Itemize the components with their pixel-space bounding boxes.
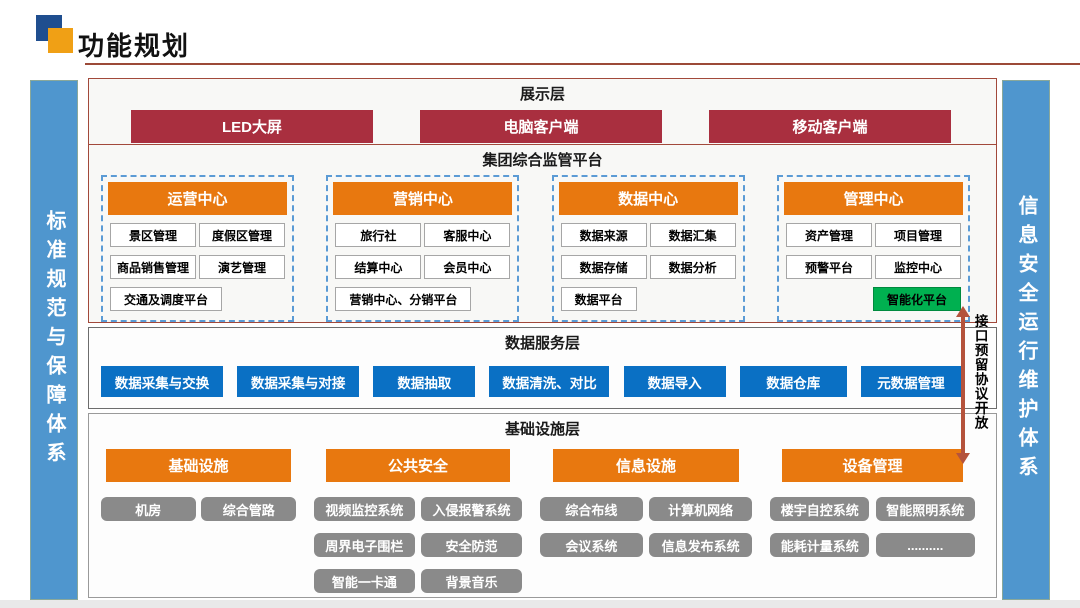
data-service-section: 数据服务层 数据采集与交换 数据采集与对接 数据抽取 数据清洗、对比 数据导入 …	[88, 327, 997, 409]
infra-item: 综合布线	[540, 497, 643, 521]
infra-item: 安全防范	[421, 533, 522, 557]
group-basic-facilities: 基础设施 机房 综合管路	[101, 449, 296, 593]
marketing-item: 结算中心	[335, 255, 422, 279]
display-item-mobile-client: 移动客户端	[709, 110, 951, 143]
data-center-item-wide: 数据平台	[560, 287, 637, 311]
group-information-facilities-header: 信息设施	[552, 449, 740, 482]
management-item-intelligent-platform: 智能化平台	[872, 287, 961, 311]
data-center-item: 数据分析	[649, 255, 736, 279]
infra-item: 信息发布系统	[649, 533, 752, 557]
left-sidebar-standards: 标准规范与保障体系	[30, 80, 78, 600]
display-item-led-screen: LED大屏	[131, 110, 373, 143]
infra-item: ..........	[875, 533, 975, 557]
platform-title: 集团综合监管平台	[482, 152, 603, 169]
operations-item: 景区管理	[110, 223, 196, 247]
group-equipment-management: 设备管理 楼宇自控系统 智能照明系统 能耗计量系统 ..........	[770, 449, 975, 593]
double-arrow-icon	[961, 316, 965, 454]
marketing-item: 旅行社	[335, 223, 422, 247]
management-item: 预警平台	[785, 255, 872, 279]
ds-item-warehouse: 数据仓库	[739, 366, 847, 397]
infra-item: 机房	[101, 497, 196, 521]
group-basic-facilities-header: 基础设施	[105, 449, 292, 482]
interface-connector: 接口预留协议开放	[948, 306, 993, 464]
center-data-header: 数据中心	[558, 182, 738, 215]
right-sidebar-label: 信息安全运行维护体系	[1015, 195, 1037, 485]
ds-item-clean-compare: 数据清洗、对比	[489, 366, 610, 397]
operations-item: 度假区管理	[199, 223, 285, 247]
management-item: 资产管理	[785, 223, 872, 247]
center-marketing: 营销中心 旅行社 客服中心 结算中心 会员中心 营销中心、分销平台	[326, 175, 520, 322]
group-public-safety-header: 公共安全	[326, 449, 510, 482]
center-management: 管理中心 资产管理 项目管理 预警平台 监控中心 智能化平台	[776, 175, 970, 322]
group-information-facilities: 信息设施 综合布线 计算机网络 会议系统 信息发布系统	[540, 449, 752, 593]
infra-item: 计算机网络	[649, 497, 752, 521]
ds-item-import: 数据导入	[623, 366, 726, 397]
data-service-title: 数据服务层	[504, 335, 580, 352]
infra-item: 背景音乐	[421, 569, 522, 593]
marketing-item-wide: 营销中心、分销平台	[335, 287, 472, 311]
infra-item: 楼宇自控系统	[770, 497, 870, 521]
infrastructure-section: 基础设施层 基础设施 机房 综合管路 公共安全 视频监控系统 入侵报警系统	[88, 413, 997, 598]
marketing-item: 会员中心	[424, 255, 511, 279]
operations-item: 商品销售管理	[110, 255, 196, 279]
operations-item: 演艺管理	[199, 255, 285, 279]
arrow-up-icon	[956, 306, 970, 317]
infrastructure-groups: 基础设施 机房 综合管路 公共安全 视频监控系统 入侵报警系统 周界电	[89, 439, 996, 593]
data-center-item: 数据来源	[560, 223, 647, 247]
right-sidebar-security: 信息安全运行维护体系	[1002, 80, 1050, 600]
ds-item-collect-dock: 数据采集与对接	[237, 366, 360, 397]
logo-orange-square	[48, 28, 73, 53]
title-underline	[85, 63, 1080, 65]
platform-centers: 运营中心 景区管理 度假区管理 商品销售管理 演艺管理 交通及调度平台 营销中心…	[89, 170, 996, 322]
center-management-header: 管理中心	[783, 182, 963, 215]
infra-item: 综合管路	[201, 497, 296, 521]
arrow-down-icon	[956, 453, 970, 464]
logo-icon	[36, 15, 82, 61]
ds-item-extract: 数据抽取	[373, 366, 476, 397]
interface-note: 接口预留协议开放	[972, 314, 988, 430]
infra-item: 会议系统	[540, 533, 643, 557]
center-operations: 运营中心 景区管理 度假区管理 商品销售管理 演艺管理 交通及调度平台	[101, 175, 294, 322]
group-public-safety: 公共安全 视频监控系统 入侵报警系统 周界电子围栏 安全防范 智能一卡通 背景音…	[314, 449, 522, 593]
infrastructure-title: 基础设施层	[504, 421, 580, 438]
center-marketing-header: 营销中心	[333, 182, 513, 215]
marketing-item: 客服中心	[424, 223, 511, 247]
infra-item: 智能一卡通	[314, 569, 415, 593]
operations-item-wide: 交通及调度平台	[110, 287, 223, 311]
left-sidebar-label: 标准规范与保障体系	[43, 209, 65, 471]
ds-item-metadata: 元数据管理	[860, 366, 961, 397]
center-operations-header: 运营中心	[108, 182, 287, 215]
display-layer-section: 展示层 LED大屏 电脑客户端 移动客户端	[88, 78, 997, 145]
infra-item: 视频监控系统	[314, 497, 415, 521]
page-title: 功能规划	[78, 31, 191, 61]
display-item-pc-client: 电脑客户端	[420, 110, 662, 143]
data-center-item: 数据存储	[560, 255, 647, 279]
data-service-items: 数据采集与交换 数据采集与对接 数据抽取 数据清洗、对比 数据导入 数据仓库 元…	[89, 353, 996, 397]
platform-section: 集团综合监管平台 运营中心 景区管理 度假区管理 商品销售管理 演艺管理 交通及…	[88, 144, 997, 323]
management-item: 项目管理	[874, 223, 961, 247]
display-layer-title: 展示层	[519, 86, 565, 103]
ds-item-collect-exchange: 数据采集与交换	[101, 366, 223, 397]
infra-item: 能耗计量系统	[770, 533, 870, 557]
center-data: 数据中心 数据来源 数据汇集 数据存储 数据分析 数据平台	[551, 175, 745, 322]
display-layer-items: LED大屏 电脑客户端 移动客户端	[89, 104, 996, 143]
bottom-margin	[0, 600, 1080, 608]
infra-item: 入侵报警系统	[421, 497, 522, 521]
management-item: 监控中心	[874, 255, 961, 279]
data-center-item: 数据汇集	[649, 223, 736, 247]
infra-item: 智能照明系统	[875, 497, 975, 521]
group-equipment-management-header: 设备管理	[782, 449, 963, 482]
infra-item: 周界电子围栏	[314, 533, 415, 557]
